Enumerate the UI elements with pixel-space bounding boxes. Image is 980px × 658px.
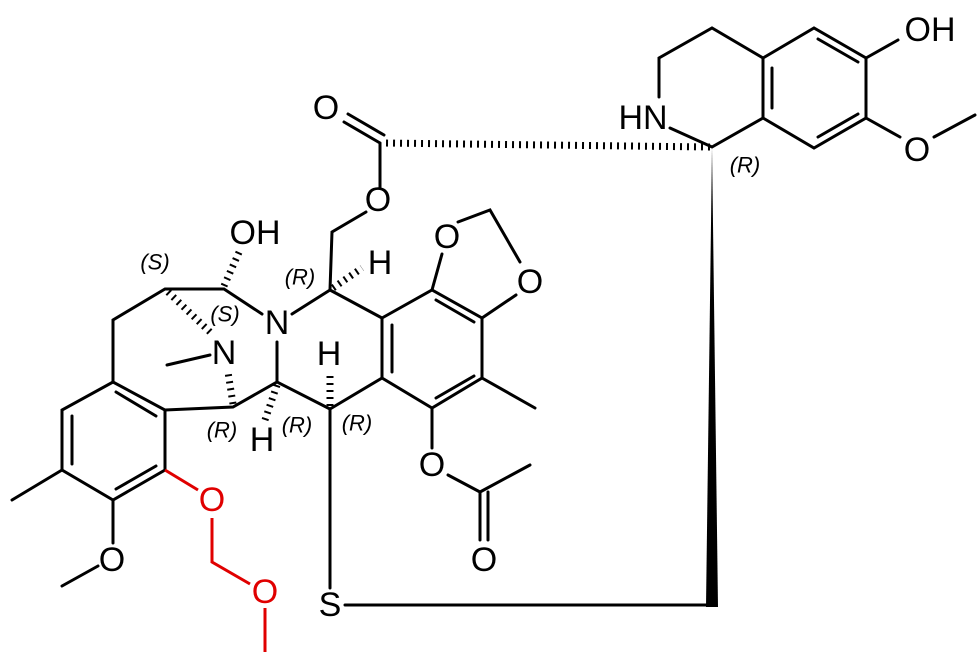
- atom-s: S: [319, 586, 342, 624]
- atom-o-acetyl-carbonyl: O: [471, 541, 497, 579]
- atom-o-methoxy-right: O: [904, 131, 930, 169]
- atom-o-mom-2: O: [252, 573, 278, 611]
- atom-o-mom-1: O: [199, 481, 225, 519]
- atom-hn: HN: [618, 99, 667, 137]
- wedge-bond: [706, 147, 718, 607]
- stereo-r-c11: (R): [285, 265, 316, 290]
- stereo-s-mid: (S): [210, 302, 239, 327]
- stereo-r-b: (R): [282, 413, 313, 438]
- atom-oh-left: OH: [230, 214, 281, 252]
- atom-o-dioxole-2: O: [517, 263, 543, 301]
- bonds: [10, 26, 977, 652]
- atom-o-ester: O: [365, 181, 391, 219]
- atom-n-bridge: N: [212, 334, 237, 372]
- stereo-r-a: (R): [207, 418, 238, 443]
- stereo-r-c: (R): [342, 411, 373, 436]
- stereo-c1: (R): [730, 153, 761, 178]
- stereo-labels: (R) (S) (S) (R) (R) (R) (R): [140, 153, 760, 443]
- atom-o-dioxole-1: O: [434, 218, 460, 256]
- atom-o-methoxy-left: O: [99, 541, 125, 579]
- atom-o-carbonyl: O: [313, 89, 339, 127]
- atom-h-3: H: [250, 421, 275, 459]
- atom-oh-top: OH: [905, 11, 956, 49]
- atom-n-main: N: [265, 304, 290, 342]
- atom-h-2: H: [317, 335, 342, 373]
- atom-o-acetate: O: [419, 446, 445, 484]
- atom-labels: OH O HN O O O O OH N N H H H O O O O O S: [99, 11, 956, 624]
- atom-h-1: H: [368, 244, 393, 282]
- stereo-s-top: (S): [140, 250, 169, 275]
